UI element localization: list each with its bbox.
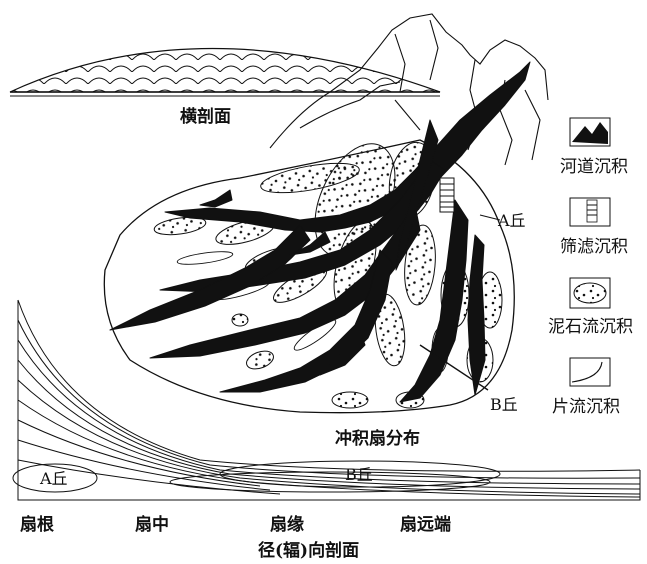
radial-section-caption: 径(辐)向剖面 xyxy=(258,540,359,561)
cross-section-caption: 横剖面 xyxy=(180,106,231,127)
fan-map-caption: 冲积扇分布 xyxy=(335,428,420,449)
legend-label-sheetflow: 片流沉积 xyxy=(552,397,620,417)
legend-label-sieve: 筛滤沉积 xyxy=(560,237,628,257)
radial-position-distal: 扇远端 xyxy=(400,514,451,535)
fan-map xyxy=(104,62,530,413)
legend: 河道沉积 筛滤沉积 泥石流沉积 片流沉积 xyxy=(548,118,633,417)
legend-label-mudflow: 泥石流沉积 xyxy=(548,317,633,337)
dotted-lens-icon xyxy=(570,278,610,308)
sheetflow-curve-icon xyxy=(570,358,610,386)
sieve-deposit xyxy=(440,178,454,212)
channel-fill-icon xyxy=(570,118,610,146)
section-label-b: B丘 xyxy=(345,465,373,484)
sieve-hatch-icon xyxy=(570,198,610,226)
legend-label-channel: 河道沉积 xyxy=(560,157,628,177)
section-label-a: A丘 xyxy=(39,469,68,488)
radial-position-middle: 扇中 xyxy=(135,514,169,535)
radial-position-edge: 扇缘 xyxy=(270,514,304,535)
map-label-b: B丘 xyxy=(490,395,518,414)
radial-position-root: 扇根 xyxy=(20,514,54,535)
map-label-a: A丘 xyxy=(497,211,526,230)
